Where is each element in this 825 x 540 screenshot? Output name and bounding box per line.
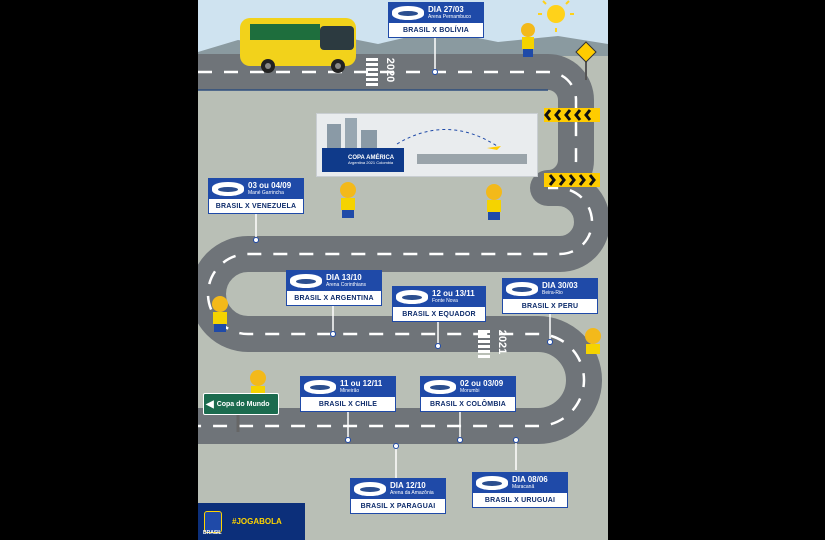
mascot-icon	[585, 328, 601, 354]
match-venue: Beira-Rio	[542, 290, 563, 297]
match-date: DIA 08/06	[512, 475, 548, 485]
match-teams: BRASIL X URUGUAI	[484, 496, 556, 504]
match-teams: BRASIL X EQUADOR	[402, 310, 476, 318]
mascot-icon	[521, 23, 535, 57]
sun-icon	[538, 0, 574, 32]
stadium-icon	[392, 6, 424, 21]
match-date: 12 ou 13/11	[432, 289, 475, 299]
match-teams: BRASIL X COLÔMBIA	[430, 400, 506, 408]
copa-america-hosts: Argentina 2021 Colombia	[348, 160, 394, 166]
cbf-crest-icon	[204, 510, 222, 533]
brand-label: BRASIL	[203, 530, 222, 536]
match-venue: Mineirão	[340, 388, 360, 395]
match-venue: Maracanã	[512, 484, 535, 491]
match-date: 11 ou 12/11	[340, 379, 383, 389]
match-date: 03 ou 04/09	[248, 181, 292, 191]
footer-banner: BRASIL #JOGABOLA	[198, 503, 305, 540]
match-venue: Arena da Amazônia	[390, 490, 434, 497]
stadium-icon	[354, 482, 386, 497]
match-venue: Arena Corinthians	[326, 282, 367, 289]
match-teams: BRASIL X PARAGUAI	[360, 502, 436, 510]
match-date: DIA 30/03	[542, 281, 578, 291]
road-scene	[198, 0, 608, 478]
year-2020-label: 2020	[384, 57, 397, 83]
match-venue: Arena Pernambuco	[428, 14, 472, 21]
roadmap-canvas: COPA AMÉRICA Argentina 2021 Colombia 202…	[198, 0, 608, 540]
copa-do-mundo-sign: ◀ Copa do Mundo	[203, 393, 279, 415]
stadium-icon	[424, 380, 456, 395]
plane-icon	[487, 146, 501, 150]
bus-icon	[240, 18, 356, 73]
warning-sign-icon	[575, 41, 597, 80]
stadium-icon	[290, 274, 322, 289]
match-date: 02 ou 03/09	[460, 379, 504, 389]
match-teams: BRASIL X VENEZUELA	[215, 202, 297, 210]
match-teams: BRASIL X BOLÍVIA	[402, 26, 470, 34]
stadium-icon	[304, 380, 336, 395]
match-teams: BRASIL X CHILE	[318, 400, 378, 408]
card-pointers	[255, 38, 551, 478]
match-venue: Mané Garrincha	[248, 190, 284, 197]
stadium-icon	[396, 290, 428, 305]
mascot-icon	[212, 296, 228, 332]
match-teams: BRASIL X PERU	[521, 302, 579, 310]
copa-america-title: COPA AMÉRICA	[348, 154, 395, 161]
copa-america-badge: COPA AMÉRICA Argentina 2021 Colombia	[322, 148, 404, 172]
stadium-icon	[212, 182, 244, 197]
mascot-icon	[486, 184, 502, 220]
arrow-left-icon: ◀	[206, 398, 214, 410]
match-date: DIA 12/10	[390, 481, 426, 491]
mascot-icon	[340, 182, 356, 218]
match-venue: Fonte Nova	[432, 298, 458, 305]
match-date: DIA 27/03	[428, 5, 464, 15]
chevron-warning-sign-icon	[544, 108, 600, 122]
stadium-icon	[476, 476, 508, 491]
crosswalk-2021	[478, 330, 490, 358]
chevron-warning-sign-icon	[544, 173, 600, 187]
year-2021-label: 2021	[496, 329, 509, 355]
match-date: DIA 13/10	[326, 273, 362, 283]
stadium-icon	[506, 282, 538, 297]
match-teams: BRASIL X ARGENTINA	[294, 294, 374, 302]
match-venue: Morumbi	[460, 388, 480, 395]
hashtag: #JOGABOLA	[232, 517, 282, 526]
sign-text: Copa do Mundo	[216, 400, 270, 408]
crosswalk-2020	[366, 58, 378, 86]
